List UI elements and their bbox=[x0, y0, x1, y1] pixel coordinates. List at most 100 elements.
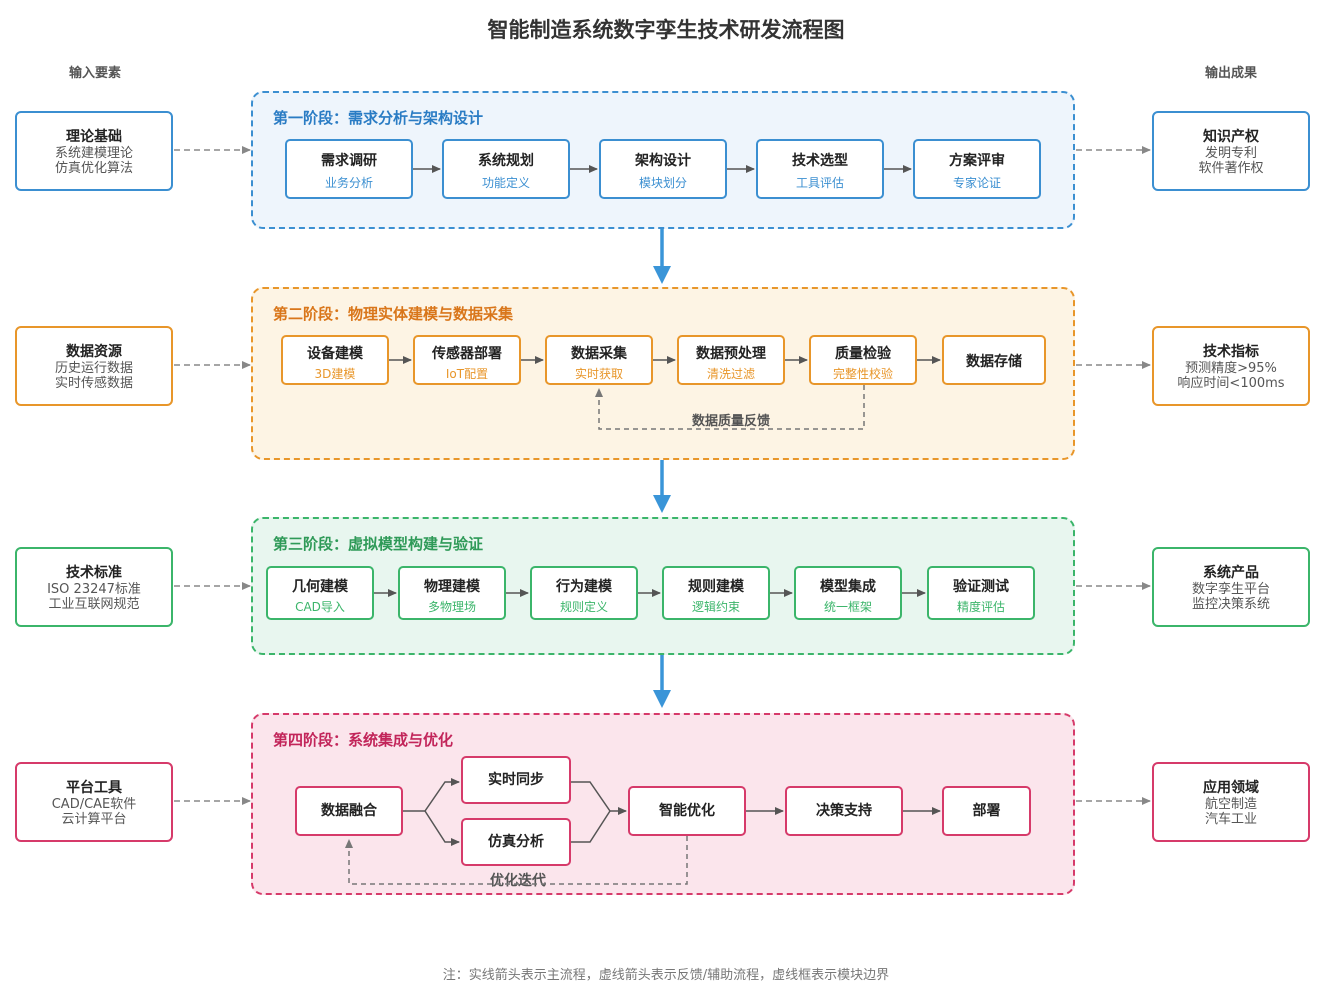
node-title: 方案评审 bbox=[949, 153, 1005, 169]
output-tech-metrics: 技术指标 预测精度>95% 响应时间<100ms bbox=[1152, 326, 1310, 406]
node-title: 物理建模 bbox=[424, 579, 480, 595]
input-line: ISO 23247标准 bbox=[47, 582, 141, 597]
node-title: 技术选型 bbox=[792, 153, 848, 169]
node-subtitle: IoT配置 bbox=[445, 367, 489, 381]
node-subtitle: 统一框架 bbox=[823, 600, 872, 614]
feedback-label-optimization: 优化迭代 bbox=[490, 873, 546, 889]
output-line: 数字孪生平台 bbox=[1191, 582, 1270, 597]
node-model-integration: 模型集成 统一框架 bbox=[794, 566, 902, 620]
node-title: 数据采集 bbox=[571, 346, 627, 362]
node-title: 几何建模 bbox=[292, 579, 348, 595]
output-title: 知识产权 bbox=[1203, 129, 1259, 145]
node-title: 仿真分析 bbox=[488, 834, 544, 850]
stage-3-title: 第三阶段：虚拟模型构建与验证 bbox=[273, 535, 484, 553]
input-line: 实时传感数据 bbox=[54, 376, 133, 391]
node-intelligent-optimization: 智能优化 bbox=[628, 786, 746, 836]
output-column-header: 输出成果 bbox=[1204, 66, 1257, 81]
node-subtitle: 3D建模 bbox=[314, 367, 356, 381]
node-physics-modeling: 物理建模 多物理场 bbox=[398, 566, 506, 620]
input-line: 历史运行数据 bbox=[54, 361, 133, 376]
node-deployment: 部署 bbox=[942, 786, 1031, 836]
node-title: 实时同步 bbox=[488, 772, 544, 788]
node-quality-check: 质量检验 完整性校验 bbox=[809, 335, 917, 385]
node-subtitle: 逻辑约束 bbox=[691, 600, 740, 614]
node-title: 需求调研 bbox=[321, 153, 377, 169]
feedback-label-data-quality: 数据质量反馈 bbox=[691, 414, 770, 429]
input-line: CAD/CAE软件 bbox=[51, 797, 137, 812]
input-data-resources: 数据资源 历史运行数据 实时传感数据 bbox=[15, 326, 173, 406]
output-line: 软件著作权 bbox=[1198, 161, 1264, 176]
node-title: 质量检验 bbox=[835, 346, 891, 362]
node-title: 行为建模 bbox=[556, 579, 612, 595]
node-decision-support: 决策支持 bbox=[785, 786, 903, 836]
node-data-collection: 数据采集 实时获取 bbox=[545, 335, 653, 385]
node-behavior-modeling: 行为建模 规则定义 bbox=[530, 566, 638, 620]
input-arrows bbox=[174, 146, 251, 805]
stage-transition-arrows bbox=[653, 229, 671, 708]
node-subtitle: CAD导入 bbox=[295, 600, 345, 614]
node-subtitle: 清洗过滤 bbox=[706, 367, 755, 381]
output-line: 响应时间<100ms bbox=[1177, 376, 1285, 391]
node-requirements-research: 需求调研 业务分析 bbox=[285, 139, 413, 199]
node-sensor-deployment: 传感器部署 IoT配置 bbox=[413, 335, 521, 385]
node-title: 验证测试 bbox=[953, 579, 1009, 595]
input-line: 工业互联网规范 bbox=[48, 597, 140, 612]
node-data-preprocessing: 数据预处理 清洗过滤 bbox=[677, 335, 785, 385]
node-title: 设备建模 bbox=[307, 346, 363, 362]
input-title: 数据资源 bbox=[66, 344, 122, 360]
node-data-fusion: 数据融合 bbox=[295, 786, 403, 836]
output-title: 应用领域 bbox=[1203, 780, 1259, 796]
node-realtime-sync: 实时同步 bbox=[461, 756, 571, 804]
output-line: 预测精度>95% bbox=[1185, 361, 1277, 376]
node-rule-modeling: 规则建模 逻辑约束 bbox=[662, 566, 770, 620]
node-validation-testing: 验证测试 精度评估 bbox=[927, 566, 1035, 620]
node-title: 模型集成 bbox=[820, 579, 876, 595]
output-line: 航空制造 bbox=[1204, 797, 1257, 812]
output-line: 汽车工业 bbox=[1204, 812, 1257, 827]
input-title: 技术标准 bbox=[66, 565, 122, 581]
node-subtitle: 精度评估 bbox=[956, 600, 1005, 614]
output-arrows bbox=[1076, 146, 1151, 805]
node-title: 数据融合 bbox=[321, 803, 377, 819]
node-architecture-design: 架构设计 模块划分 bbox=[599, 139, 727, 199]
output-application-fields: 应用领域 航空制造 汽车工业 bbox=[1152, 762, 1310, 842]
output-title: 技术指标 bbox=[1203, 344, 1259, 360]
input-column-header: 输入要素 bbox=[68, 66, 121, 81]
stage-4-flow bbox=[403, 778, 941, 846]
node-subtitle: 功能定义 bbox=[481, 176, 530, 190]
input-title: 平台工具 bbox=[66, 780, 122, 796]
node-subtitle: 完整性校验 bbox=[832, 367, 893, 381]
node-data-storage: 数据存储 bbox=[942, 335, 1046, 385]
node-title: 规则建模 bbox=[688, 579, 744, 595]
output-line: 监控决策系统 bbox=[1191, 597, 1270, 612]
output-ip: 知识产权 发明专利 软件著作权 bbox=[1152, 111, 1310, 191]
optimization-feedback-arrow bbox=[345, 836, 688, 885]
node-title: 智能优化 bbox=[659, 803, 715, 819]
output-title: 系统产品 bbox=[1203, 565, 1259, 581]
input-line: 系统建模理论 bbox=[54, 146, 133, 161]
legend-note: 注：实线箭头表示主流程，虚线箭头表示反馈/辅助流程，虚线框表示模块边界 bbox=[442, 968, 890, 983]
node-title: 系统规划 bbox=[478, 153, 534, 169]
output-system-products: 系统产品 数字孪生平台 监控决策系统 bbox=[1152, 547, 1310, 627]
node-subtitle: 多物理场 bbox=[427, 600, 476, 614]
node-geometry-modeling: 几何建模 CAD导入 bbox=[266, 566, 374, 620]
output-line: 发明专利 bbox=[1204, 146, 1257, 161]
node-tech-selection: 技术选型 工具评估 bbox=[756, 139, 884, 199]
stage-4-title: 第四阶段：系统集成与优化 bbox=[273, 731, 454, 749]
input-theory: 理论基础 系统建模理论 仿真优化算法 bbox=[15, 111, 173, 191]
node-subtitle: 规则定义 bbox=[559, 600, 608, 614]
node-plan-review: 方案评审 专家论证 bbox=[913, 139, 1041, 199]
node-equipment-modeling: 设备建模 3D建模 bbox=[281, 335, 389, 385]
input-platform-tools: 平台工具 CAD/CAE软件 云计算平台 bbox=[15, 762, 173, 842]
node-title: 架构设计 bbox=[635, 153, 691, 169]
node-subtitle: 专家论证 bbox=[952, 176, 1001, 190]
input-title: 理论基础 bbox=[66, 129, 122, 145]
input-standards: 技术标准 ISO 23247标准 工业互联网规范 bbox=[15, 547, 173, 627]
node-subtitle: 实时获取 bbox=[574, 367, 623, 381]
node-title: 数据预处理 bbox=[696, 346, 766, 362]
input-line: 仿真优化算法 bbox=[54, 161, 133, 176]
node-system-planning: 系统规划 功能定义 bbox=[442, 139, 570, 199]
stage-1-title: 第一阶段：需求分析与架构设计 bbox=[273, 109, 484, 127]
